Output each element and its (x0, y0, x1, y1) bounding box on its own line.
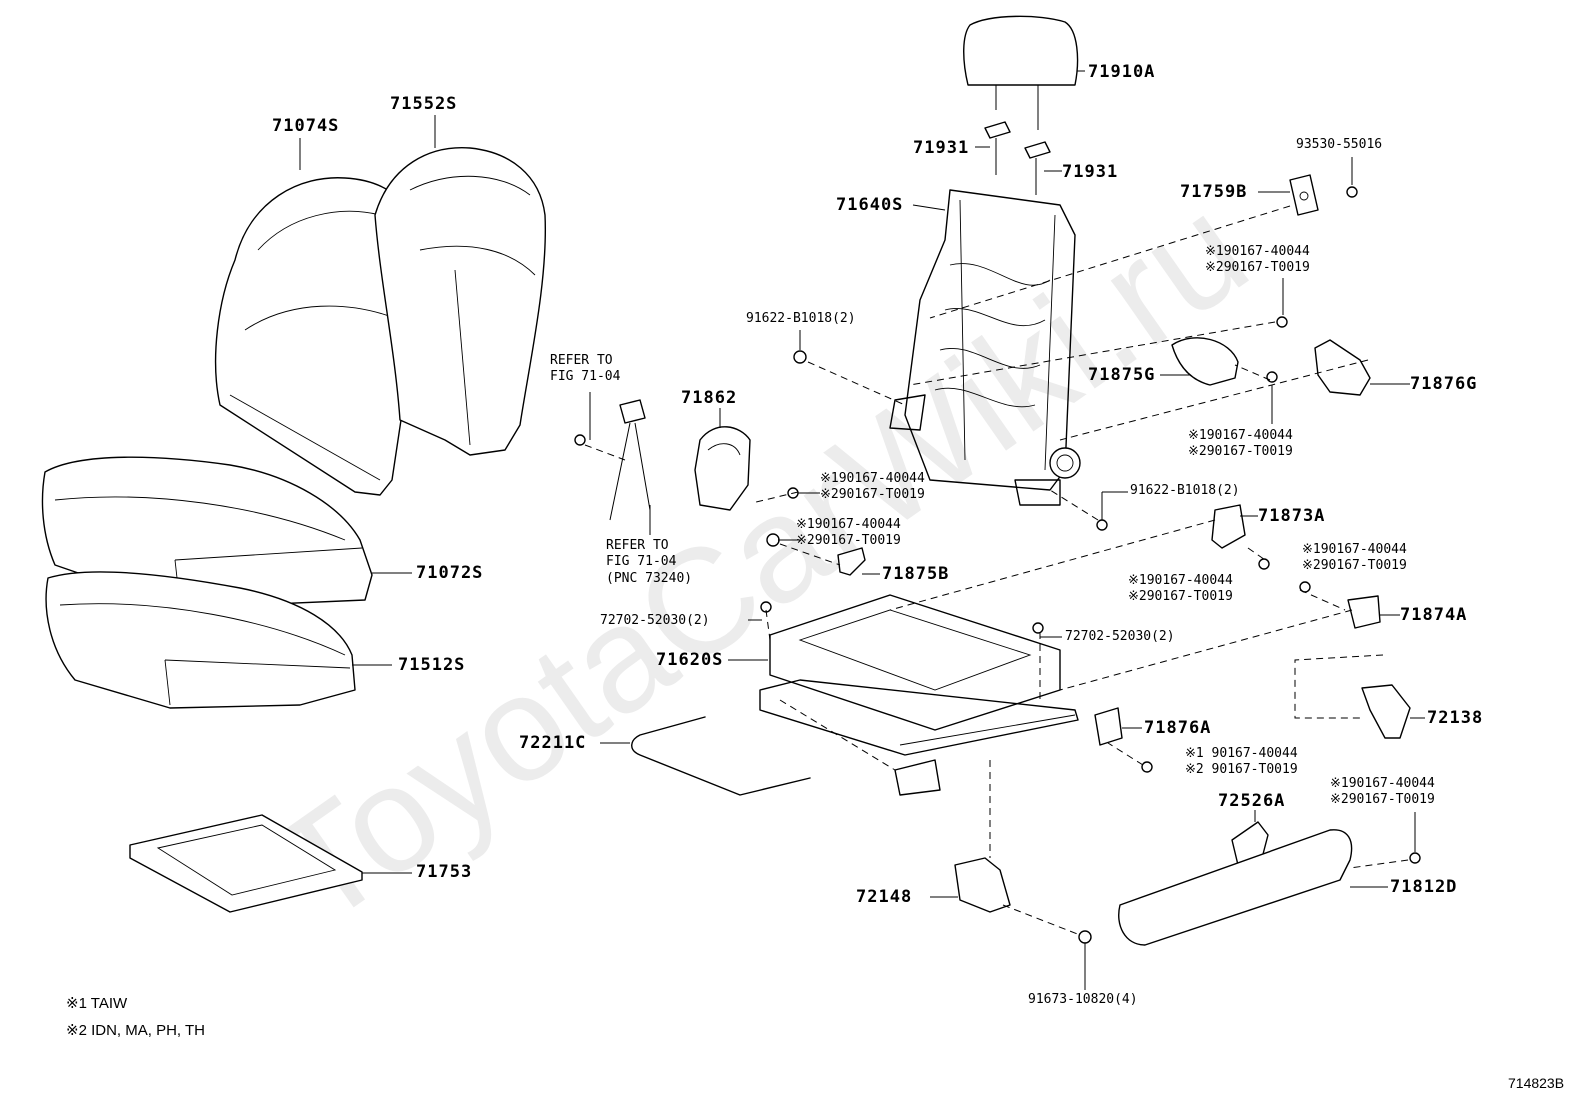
label-71620S: 71620S (656, 650, 724, 670)
shield-drawing (1118, 829, 1353, 946)
knob-drawing (1231, 821, 1269, 866)
bolt-pair-1: ※190167-40044※290167-T0019 (1205, 244, 1310, 276)
label-71931-left: 71931 (913, 138, 970, 158)
bolt-pair-2: ※190167-40044※290167-T0019 (1188, 428, 1293, 460)
label-71512S: 71512S (398, 655, 466, 675)
support-drawing (954, 857, 1011, 913)
bolt-pair-6: ※190167-40044※290167-T0019 (1128, 573, 1233, 605)
label-72211C: 72211C (519, 733, 587, 753)
label-71875B: 71875B (882, 564, 950, 584)
lever-wire-drawing (631, 716, 811, 796)
label-71875G: 71875G (1088, 365, 1156, 385)
label-71552S: 71552S (390, 94, 458, 114)
guides-drawing (984, 121, 1051, 195)
label-71072S: 71072S (416, 563, 484, 583)
label-71876G: 71876G (1410, 374, 1478, 394)
bolt-pair-5: ※190167-40044※290167-T0019 (1302, 542, 1407, 574)
switch-drawing (1289, 174, 1319, 216)
seat-back-frame-drawing (889, 189, 1081, 506)
cover-72138-drawing (1361, 684, 1411, 739)
label-71874A: 71874A (1400, 605, 1468, 625)
figure-id: 714823B (1508, 1075, 1565, 1091)
cushion-cover-drawing (41, 456, 373, 609)
label-91622-B1018-right: 91622-B1018(2) (1130, 483, 1240, 498)
cushion-pad-drawing (45, 571, 356, 709)
assembly-lines (584, 205, 1409, 936)
seat-adjuster-drawing (759, 594, 1079, 796)
footnote-2: ※2 IDN, MA, PH, TH (66, 1022, 205, 1039)
label-93530-55016: 93530-55016 (1296, 137, 1383, 152)
label-71759B: 71759B (1180, 182, 1248, 202)
cover-76a-drawing (1094, 707, 1123, 746)
label-71862: 71862 (681, 388, 738, 408)
buckle-bracket-drawing (694, 426, 751, 511)
label-72526A: 72526A (1218, 791, 1286, 811)
seatbelt-buckle-drawing (609, 399, 651, 521)
label-71873A: 71873A (1258, 506, 1326, 526)
bolt-pair-7: ※1 90167-40044※2 90167-T0019 (1185, 746, 1298, 778)
label-71812D: 71812D (1390, 877, 1458, 897)
label-91622-B1018-left: 91622-B1018(2) (746, 311, 856, 326)
bracket-a-drawing (1211, 504, 1246, 549)
label-72702-52030-left: 72702-52030(2) (600, 613, 710, 628)
label-91673-10820: 91673-10820(4) (1028, 992, 1138, 1007)
hinge-covers-drawing (1171, 337, 1371, 396)
bracket-b-drawing (837, 547, 866, 576)
bolt-pair-4: ※190167-40044※290167-T0019 (796, 517, 901, 549)
label-71876A: 71876A (1144, 718, 1212, 738)
label-71640S: 71640S (836, 195, 904, 215)
cushion-frame-drawing (129, 814, 363, 913)
label-72702-52030-right: 72702-52030(2) (1065, 629, 1175, 644)
headrest-drawing (963, 15, 1079, 130)
label-72138: 72138 (1427, 708, 1484, 728)
label-71753: 71753 (416, 862, 473, 882)
bolt-pair-8: ※190167-40044※290167-T0019 (1330, 776, 1435, 808)
leader-lines (299, 70, 1425, 990)
label-71910A: 71910A (1088, 62, 1156, 82)
footnote-1: ※1 TAIW (66, 995, 128, 1012)
bolts-drawing (574, 186, 1421, 944)
bolt-pair-3: ※190167-40044※290167-T0019 (820, 471, 925, 503)
bracket-74a-drawing (1347, 595, 1381, 629)
label-72148: 72148 (856, 887, 913, 907)
label-71931-right: 71931 (1062, 162, 1119, 182)
seat-back-pad-drawing (374, 147, 547, 456)
label-71074S: 71074S (272, 116, 340, 136)
